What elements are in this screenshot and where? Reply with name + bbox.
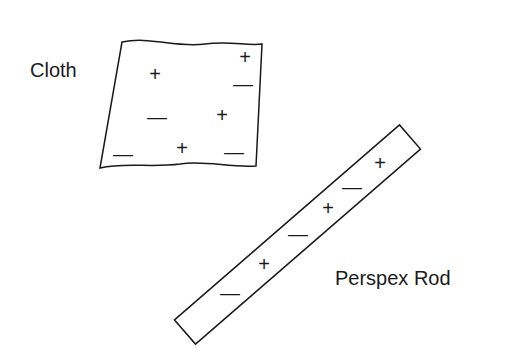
charge-sign: — bbox=[147, 107, 167, 127]
charge-sign: — bbox=[342, 177, 362, 197]
charge-sign: + bbox=[176, 138, 188, 158]
charge-sign: — bbox=[113, 144, 133, 164]
charge-sign: — bbox=[224, 142, 244, 162]
charge-sign: — bbox=[220, 283, 240, 303]
part-label: Cloth bbox=[30, 60, 77, 80]
charge-sign: + bbox=[216, 105, 228, 125]
rod-outline bbox=[175, 125, 421, 344]
charge-sign: + bbox=[149, 64, 161, 84]
charge-sign: — bbox=[288, 224, 308, 244]
cloth-outline bbox=[100, 40, 262, 168]
charge-sign: — bbox=[233, 74, 253, 94]
charge-sign: + bbox=[258, 254, 270, 274]
charge-sign: + bbox=[374, 153, 386, 173]
charge-sign: + bbox=[322, 198, 334, 218]
charge-sign: + bbox=[239, 47, 251, 67]
part-label: Perspex Rod bbox=[335, 268, 451, 288]
